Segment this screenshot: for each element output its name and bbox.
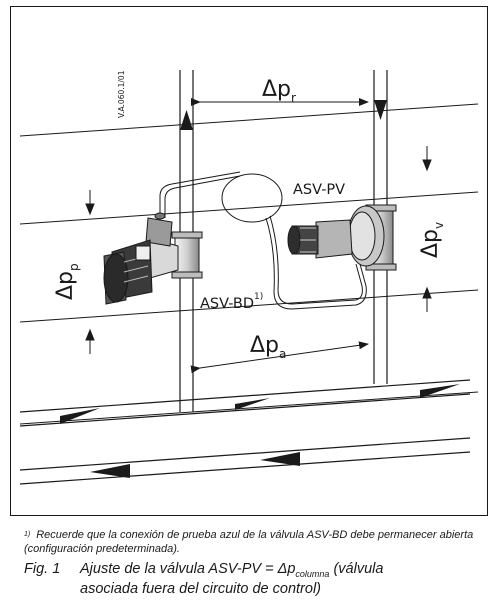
label-dp-p: Δpp	[53, 263, 81, 300]
dim-dp-a	[190, 341, 369, 374]
label-dp-v: Δpv	[418, 222, 446, 258]
caption-text-a: Ajuste de la válvula ASV-PV = Δp	[80, 561, 296, 577]
asv-bd-valve	[103, 212, 203, 305]
asv-pv-valve	[287, 204, 397, 271]
impulse-tube	[159, 171, 367, 310]
horizontal-pipes	[19, 379, 471, 485]
caption-line2: asociada fuera del circuito de control)	[80, 580, 321, 597]
vertical-pipes	[179, 70, 388, 412]
dim-dp-p	[85, 190, 95, 354]
pipe-flow-arrows	[60, 384, 460, 478]
fig-label: Fig. 1	[24, 561, 61, 577]
drawing-code: V.A.060.1/01	[117, 70, 126, 118]
footnote: 1)Recuerde que la conexión de prueba azu…	[24, 528, 484, 556]
dim-dp-v	[422, 146, 432, 312]
label-dp-a: Δpa	[250, 333, 286, 361]
wall-lines	[19, 103, 479, 425]
label-dp-r: Δpr	[262, 77, 296, 105]
footnote-marker: 1)	[24, 531, 31, 538]
caption-sub: columna	[295, 568, 330, 579]
caption-text-b: (válvula	[329, 561, 384, 577]
valve-diagram: Δpr Δpa Δpp Δpv	[19, 70, 479, 485]
label-asv-pv: ASV-PV	[293, 182, 345, 198]
figure-caption: Fig. 1 Ajuste de la válvula ASV-PV = Δpco…	[24, 562, 494, 597]
label-asv-bd: ASV-BD1)	[200, 292, 263, 312]
vertical-flow-arrows	[180, 100, 387, 130]
footnote-text: Recuerde que la conexión de prueba azul …	[24, 529, 474, 555]
diagram-frame	[10, 6, 488, 516]
